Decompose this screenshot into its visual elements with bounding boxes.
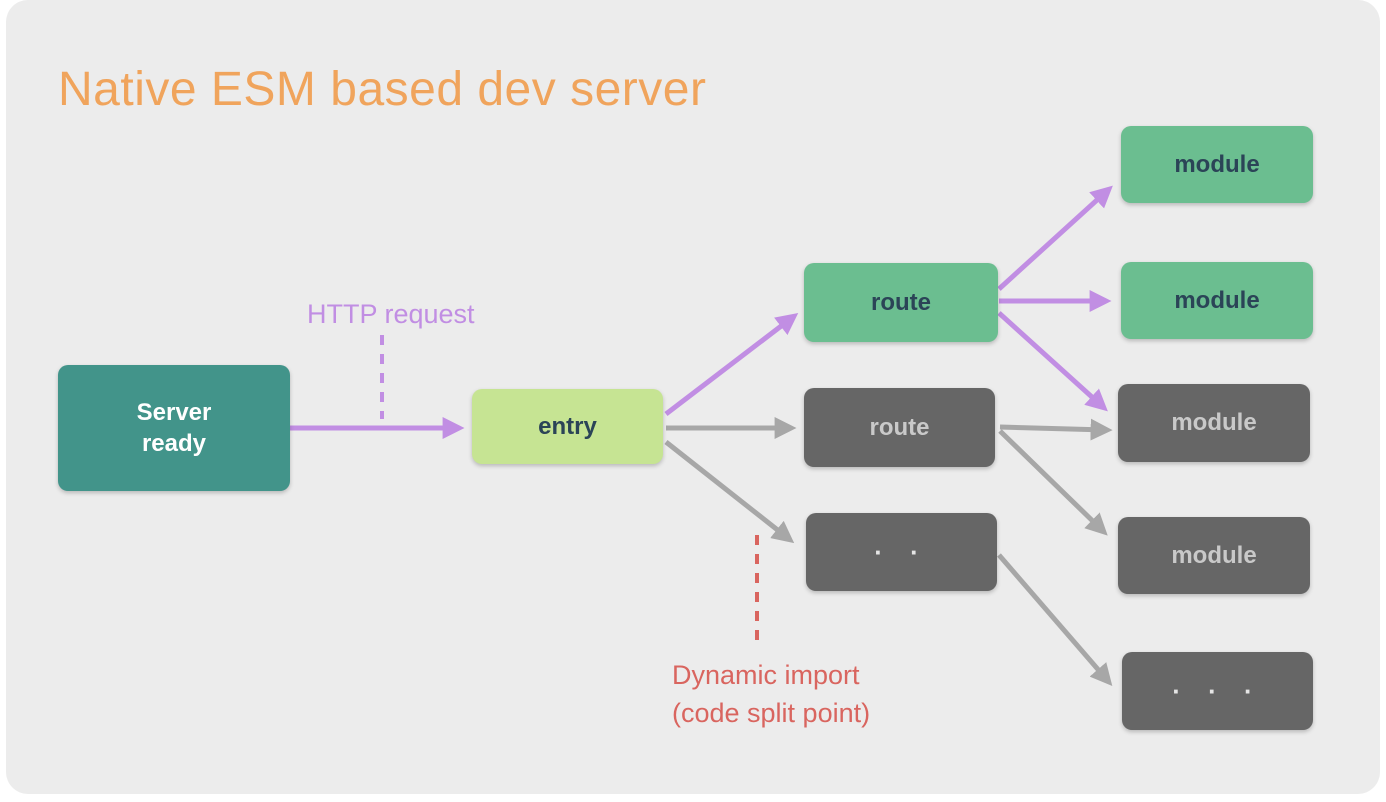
node-module-inactive-1: module bbox=[1118, 384, 1310, 462]
diagram-title: Native ESM based dev server bbox=[58, 63, 707, 116]
node-entry: entry bbox=[472, 389, 663, 464]
node-module-inactive-2: module bbox=[1118, 517, 1310, 594]
node-routes-ellipsis: · · bbox=[806, 513, 997, 591]
node-server-ready: Server ready bbox=[58, 365, 290, 491]
dynamic-import-label: Dynamic import (code split point) bbox=[672, 657, 870, 733]
node-route-active: route bbox=[804, 263, 998, 342]
node-module-active-1: module bbox=[1121, 126, 1313, 203]
http-request-label: HTTP request bbox=[307, 299, 475, 329]
dynamic-import-label-line2: (code split point) bbox=[672, 697, 871, 728]
dynamic-import-label-line1: Dynamic import bbox=[672, 660, 860, 690]
node-module-active-2: module bbox=[1121, 262, 1313, 339]
node-modules-ellipsis: · · · bbox=[1122, 652, 1313, 730]
node-route-inactive: route bbox=[804, 388, 995, 467]
